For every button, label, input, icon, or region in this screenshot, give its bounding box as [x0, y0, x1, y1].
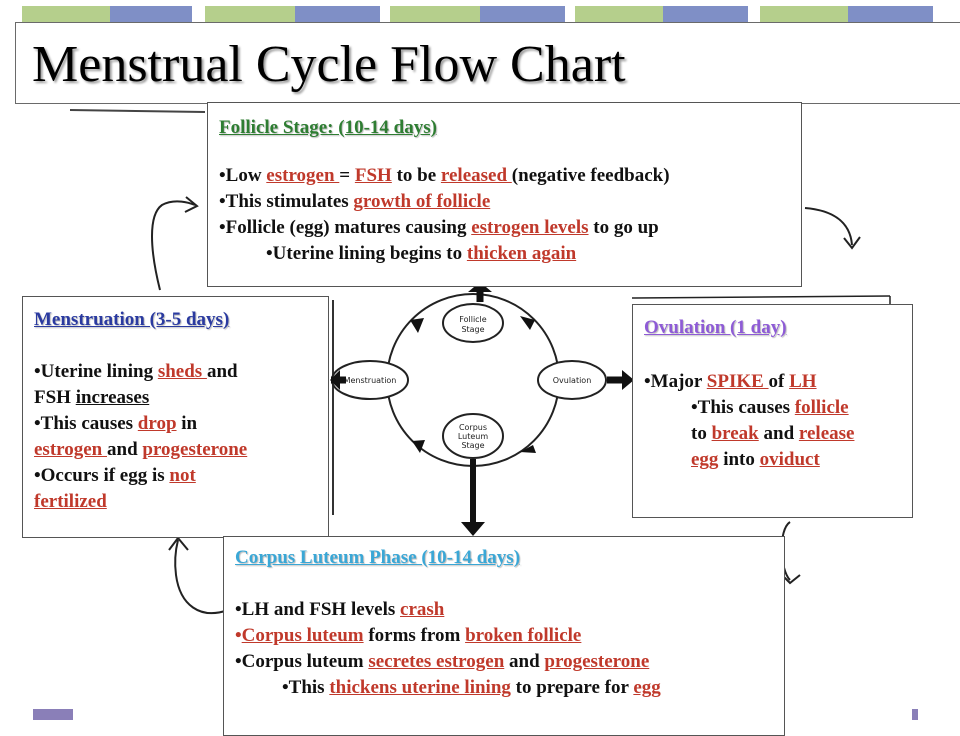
ovulation-node: [537, 360, 607, 400]
curved-arrow-head: [843, 236, 861, 250]
corpus-line-2: •Corpus luteum forms from broken follicl…: [235, 625, 582, 646]
arrow-to-menstruation-box-head: [330, 370, 340, 390]
corpus-line-4: •This thickens uterine lining to prepare…: [282, 677, 661, 698]
scan-edge-line: [631, 295, 891, 299]
follicle-stage-heading: Follicle Stage: (10-14 days): [219, 117, 437, 138]
menstruation-line-1: •Uterine lining sheds and: [34, 361, 238, 382]
menstruation-line-3: •This causes drop in: [34, 413, 198, 434]
cycle-diagram: Follicle Stage Ovulation Corpus Luteum S…: [69, 109, 891, 615]
corpus-luteum-heading: Corpus Luteum Phase (10-14 days): [235, 547, 521, 568]
arrow-to-corpus-box-head: [461, 522, 485, 536]
curved-arrow-head: [184, 196, 199, 213]
page-title: Menstrual Cycle Flow Chart: [32, 36, 626, 93]
follicle-stage-box: Follicle Stage: (10-14 days) •Low estrog…: [207, 102, 802, 287]
corpus-node-label-2: Luteum: [458, 432, 489, 441]
cycle-arrowhead: [410, 318, 424, 333]
title-bar: Menstrual Cycle Flow Chart: [15, 22, 960, 104]
follicle-node-label-1: Follicle: [459, 315, 487, 324]
follicle-node-label-2: Stage: [461, 325, 484, 334]
cycle-arrowhead: [520, 316, 535, 330]
footer-accent-left: [33, 709, 73, 720]
follicle-line-2: •This stimulates growth of follicle: [219, 191, 491, 212]
corpus-line-1: •LH and FSH levels crash: [235, 599, 445, 620]
ovulation-line-1: •Major SPIKE of LH: [644, 371, 817, 392]
corpus-node-label-3: Stage: [461, 441, 484, 450]
footer-accent-right: [912, 709, 918, 720]
ovulation-line-3: to break and release: [691, 423, 855, 444]
corpus-luteum-box: Corpus Luteum Phase (10-14 days) •LH and…: [223, 536, 785, 736]
corpus-luteum-node: [442, 413, 504, 459]
follicle-line-4: •Uterine lining begins to thicken again: [266, 243, 577, 264]
curved-arrow-menstruation-to-follicle: [151, 200, 196, 291]
ovulation-line-4: egg into oviduct: [691, 449, 820, 470]
follicle-line-1: •Low estrogen = FSH to be released (nega…: [219, 165, 670, 186]
corpus-line-3: •Corpus luteum secretes estrogen and pro…: [235, 651, 650, 672]
follicle-stage-node: [442, 303, 504, 343]
menstruation-node-label: Menstruation: [344, 376, 397, 385]
curved-arrow-head: [168, 536, 189, 551]
ovulation-box: Ovulation (1 day) •Major SPIKE of LH •Th…: [632, 304, 913, 518]
follicle-line-3: •Follicle (egg) matures causing estrogen…: [219, 217, 659, 238]
cycle-arrowhead: [412, 440, 425, 453]
menstruation-line-4: estrogen and progesterone: [34, 439, 248, 460]
scan-edge-line: [69, 109, 206, 113]
ovulation-heading: Ovulation (1 day): [644, 317, 787, 338]
menstruation-line-6: fertilized: [34, 491, 107, 512]
arrow-to-ovulation-box-head: [622, 370, 634, 390]
menstruation-heading: Menstruation (3-5 days): [34, 309, 230, 330]
menstruation-line-2: FSH increases: [34, 387, 150, 408]
menstruation-line-5: •Occurs if egg is not: [34, 465, 196, 486]
ovulation-line-2: •This causes follicle: [691, 397, 849, 418]
corpus-node-label-1: Corpus: [459, 423, 487, 432]
ovulation-node-label: Ovulation: [553, 376, 592, 385]
arrow-to-follicle-box-head: [468, 282, 492, 292]
cycle-arrowhead: [520, 445, 536, 453]
menstruation-box: Menstruation (3-5 days) •Uterine lining …: [22, 296, 329, 538]
curved-arrow-follicle-to-ovulation: [804, 207, 853, 246]
curved-arrow-corpus-to-menstruation: [174, 539, 229, 615]
